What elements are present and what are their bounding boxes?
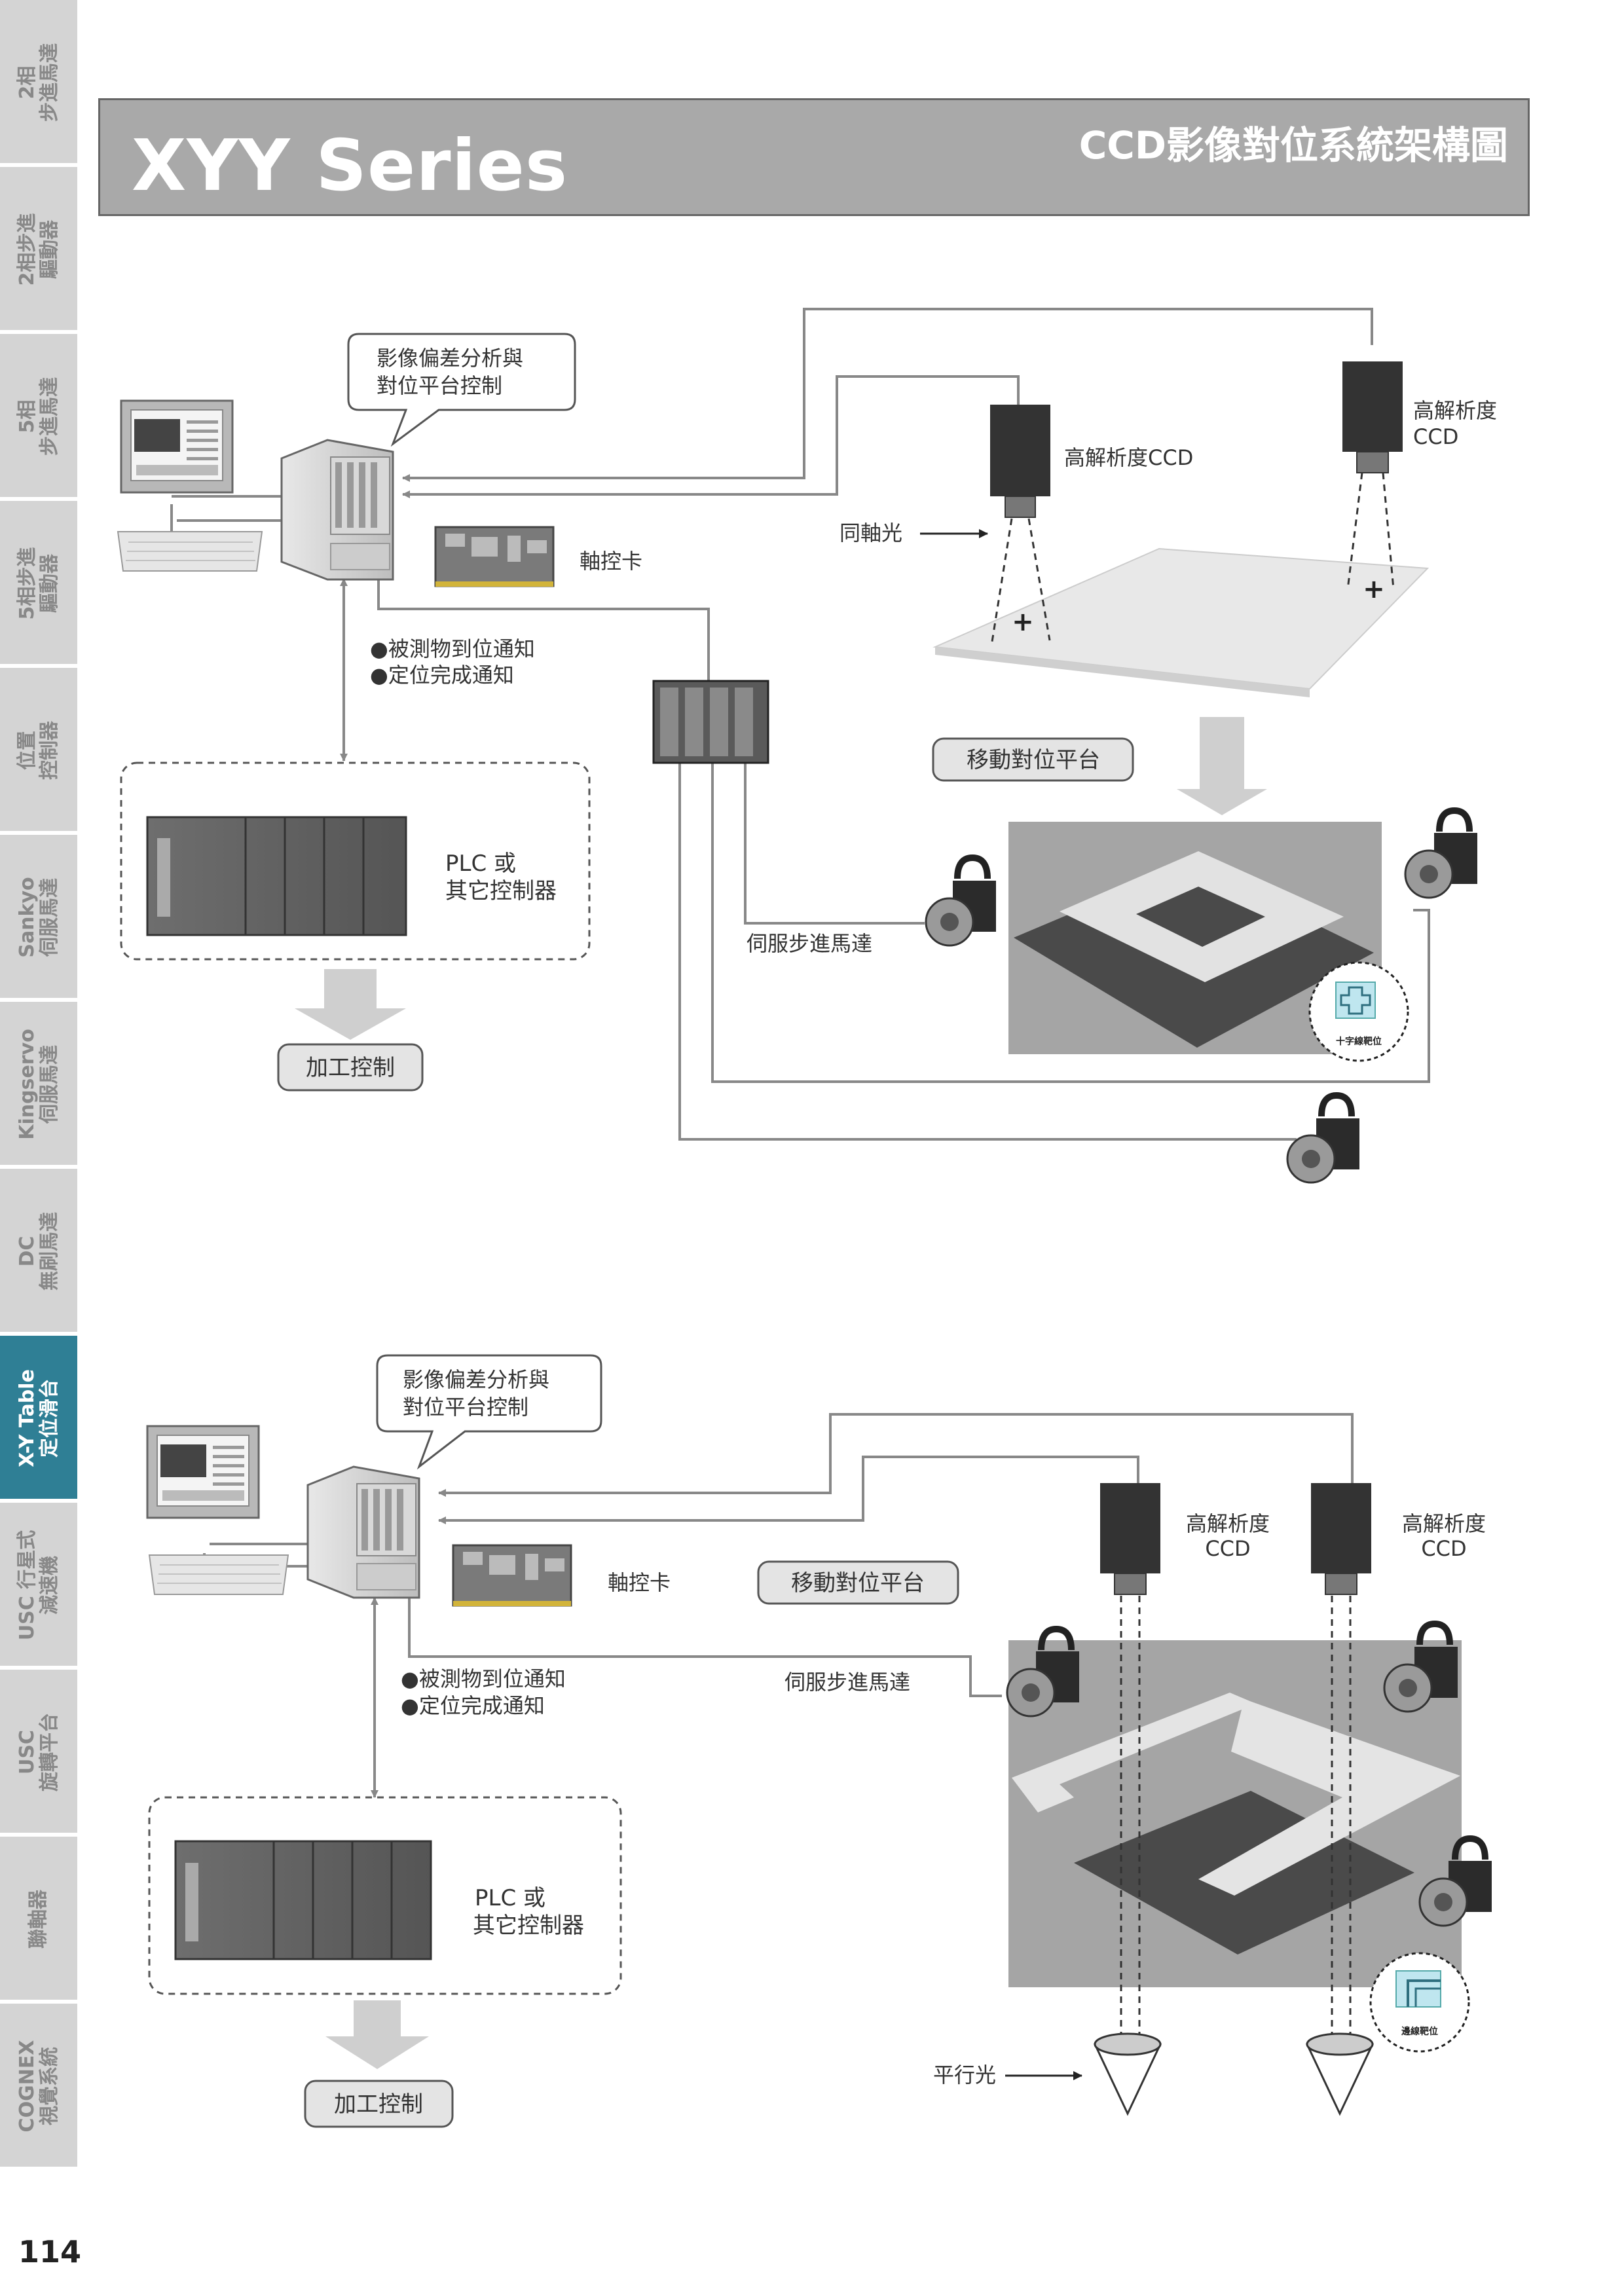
parallel-light-source-2-icon [1306,2032,1374,2116]
process-control-text: 加工控制 [306,1055,395,1081]
ccd-camera-a-icon [1100,1483,1160,1595]
servo-motor-label: 伺服步進馬達 [784,1670,910,1695]
industrial-pc-icon [306,1465,420,1599]
notify-object-arrived: ●被測物到位通知 [401,1666,566,1691]
notify-positioning-done: ●定位完成通知 [401,1693,545,1718]
ccd-a-label-line-1: 高解析度 [1186,1511,1270,1536]
process-control-label: 加工控制 [304,2080,454,2128]
ccd-2-label-line-1: 高解析度 [1413,398,1497,423]
diagram-2: 影像偏差分析與 對位平台控制 軸控卡 [146,1354,1492,2128]
alignment-stage-image [1008,822,1382,1054]
crosshair-mark-2: + [1363,574,1385,604]
ccd-camera-2-icon [1342,361,1403,473]
callout-bubble: 影像偏差分析與 對位平台控制 [376,1354,602,1470]
servo-motor-label: 伺服步進馬達 [747,931,872,956]
axis-control-card-icon [452,1544,572,1607]
callout-line-2: 對位平台控制 [403,1395,528,1420]
ccd-b-label-line-2: CCD [1421,1536,1466,1561]
plc-label-line-1: PLC 或 [445,851,516,877]
parallel-light-source-1-icon [1094,2032,1162,2116]
stage-label-text: 移動對位平台 [791,1570,925,1596]
servo-motor-1-icon [1006,1625,1079,1717]
diagram-1: 影像偏差分析與 對位平台控制 軸控卡 [117,308,1497,1184]
callout-line-2: 對位平台控制 [377,373,502,398]
tab-5phase-stepper-motor[interactable]: 5相 步進馬達 [0,334,77,499]
coaxial-light-label: 同軸光 [840,521,902,545]
monitor-icon [120,399,234,494]
callout-bubble: 影像偏差分析與 對位平台控制 [347,333,576,447]
crosshair-target-label: 十字線靶位 [1336,1036,1382,1047]
tab-5phase-stepper-driver[interactable]: 5相步進 驅動器 [0,501,77,666]
tab-sankyo-servo[interactable]: Sankyo 伺服馬達 [0,835,77,1000]
callout-line-1: 影像偏差分析與 [403,1367,549,1392]
plc-box [120,762,591,961]
axis-card-label: 軸控卡 [580,549,642,574]
plc-label-line-2: 其它控制器 [445,878,557,904]
plc-box [148,1796,622,1995]
tab-usc-planetary-reducer[interactable]: USC 行星式 減速機 [0,1503,77,1668]
keyboard-icon [148,1554,289,1595]
ccd-camera-b-icon [1311,1483,1371,1595]
series-title: XYY Series [132,125,568,207]
callout-line-1: 影像偏差分析與 [377,346,523,371]
plc-label-line-1: PLC 或 [475,1885,545,1911]
ccd-view-lines [1120,1596,1352,2036]
industrial-pc-icon [280,439,394,581]
page-number: 114 [18,2234,82,2269]
down-arrow-icon [1177,717,1267,815]
parallel-light-label: 平行光 [933,2063,996,2087]
servo-driver-rack-icon [652,680,769,764]
stage-label-text: 移動對位平台 [967,747,1100,773]
ccd-view-lines [991,472,1395,642]
process-control-label: 加工控制 [277,1043,424,1092]
stage-label: 移動對位平台 [932,737,1134,782]
axis-card-label: 軸控卡 [608,1570,671,1595]
ccd-camera-1-icon [990,405,1050,518]
ccd-b-label-line-1: 高解析度 [1402,1511,1486,1536]
tab-coupling[interactable]: 聯軸器 [0,1837,77,2002]
ccd-2-label-line-2: CCD [1413,424,1458,449]
down-arrow-icon [295,969,406,1040]
crosshair-mark-1: + [1012,607,1034,637]
edge-target-zoom: 邊線靶位 [1369,1952,1470,2053]
servo-motor-2-icon [1383,1620,1458,1713]
monitor-icon [146,1425,260,1519]
tab-2phase-stepper-driver[interactable]: 2相步進 驅動器 [0,167,77,332]
ccd-1-label: 高解析度CCD [1064,445,1193,470]
process-control-text: 加工控制 [334,2091,423,2118]
servo-motor-3-icon [1418,1835,1492,1927]
plc-controller-icon [146,816,407,936]
tab-position-controller[interactable]: 位置 控制器 [0,668,77,833]
tab-xy-table[interactable]: X-Y Table 定位滑台 [0,1336,77,1501]
sidebar-tabs: 2相 步進馬達 2相步進 驅動器 5相 步進馬達 5相步進 驅動器 位置 控制器… [0,0,79,2230]
servo-motor-2-icon [1404,807,1477,899]
down-arrow-icon [325,2000,429,2069]
stage-label: 移動對位平台 [757,1560,959,1605]
crosshair-target-zoom: 十字線靶位 [1308,961,1409,1062]
glass-plate [932,547,1430,690]
axis-control-card-icon [434,526,555,587]
plc-label-line-2: 其它控制器 [473,1913,584,1939]
plc-controller-icon [174,1840,432,1960]
header-subtitle: CCD影像對位系統架構圖 [1079,123,1508,168]
tab-usc-rotary-table[interactable]: USC 旋轉平台 [0,1670,77,1835]
tab-cognex-vision[interactable]: COGNEX 視覺系統 [0,2004,77,2169]
keyboard-icon [117,531,263,572]
servo-motor-3-icon [1286,1092,1359,1184]
notify-object-arrived: ●被測物到位通知 [370,636,535,661]
servo-motor-1-icon [925,854,996,947]
ccd-a-label-line-2: CCD [1205,1536,1250,1561]
tab-kingservo-servo[interactable]: Kingservo 伺服馬達 [0,1002,77,1167]
tab-2phase-stepper-motor[interactable]: 2相 步進馬達 [0,0,77,165]
edge-target-label: 邊線靶位 [1401,2026,1438,2037]
tab-dc-brushless[interactable]: DC 無刷馬達 [0,1169,77,1334]
notify-positioning-done: ●定位完成通知 [370,663,514,688]
header-banner: XYY Series CCD影像對位系統架構圖 [98,98,1530,216]
